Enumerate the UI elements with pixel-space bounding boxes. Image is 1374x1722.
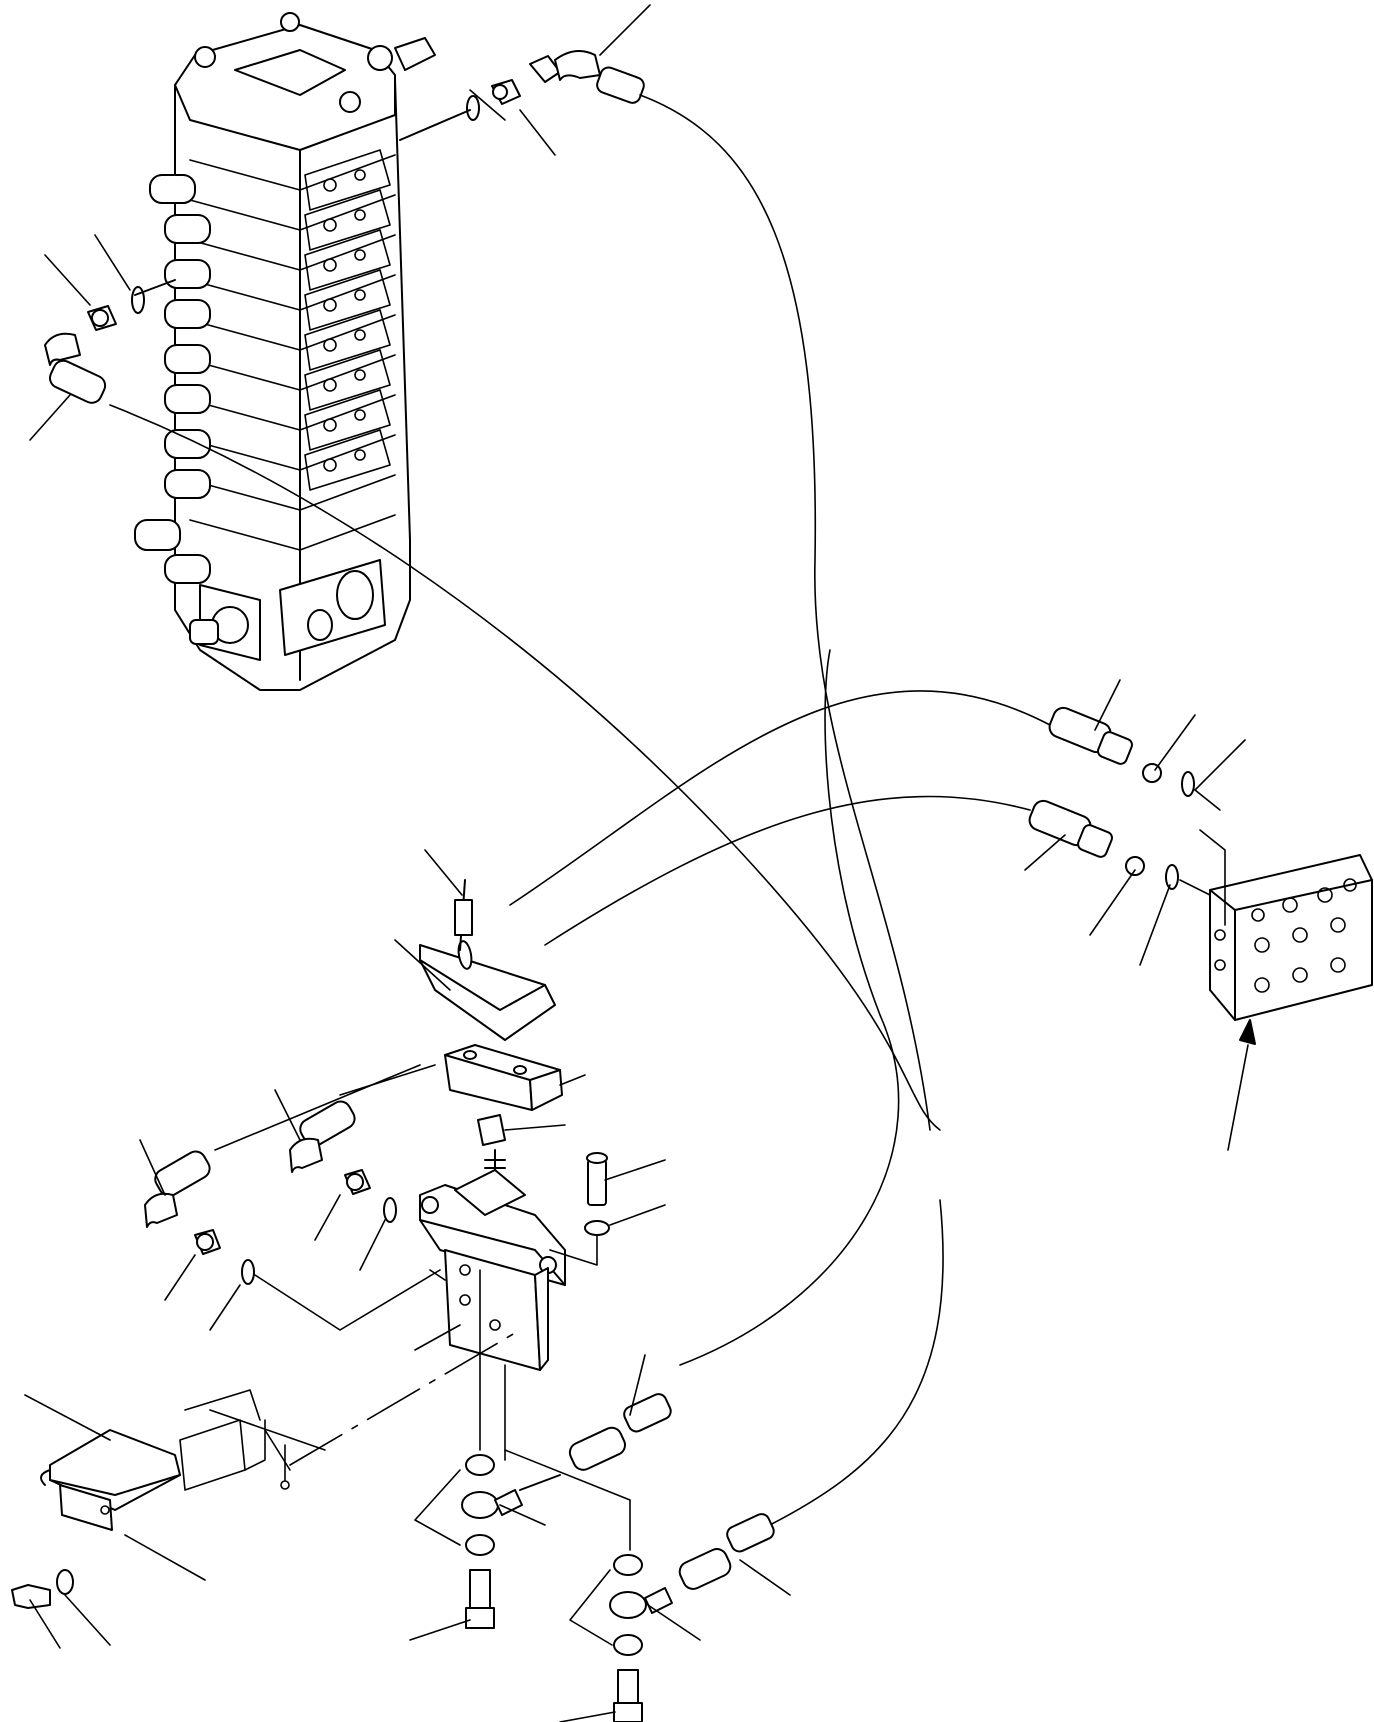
union-fitting — [346, 1173, 364, 1191]
pilot-hoses — [109, 94, 1051, 1531]
bracket-bolt — [11, 1569, 111, 1649]
elbow-fitting — [554, 50, 601, 81]
pilot-hose — [109, 404, 941, 1131]
washer — [613, 1634, 643, 1656]
washer — [465, 1534, 495, 1556]
pilot-hose-end — [48, 359, 107, 404]
washer — [56, 1569, 74, 1595]
pilot-hose — [544, 795, 1031, 946]
cover-bracket — [24, 1329, 521, 1581]
pilot-hose — [639, 94, 931, 1131]
pilot-valve — [414, 1149, 566, 1371]
o-ring — [1181, 771, 1195, 797]
pilot-hose — [759, 1199, 944, 1531]
eye-joint-right — [504, 1449, 791, 1722]
hose-clamp — [394, 849, 556, 1041]
pilot-hose-end — [596, 66, 645, 104]
upper-right-fittings — [399, 4, 651, 156]
o-ring — [383, 1197, 397, 1223]
pilot-hose — [679, 649, 900, 1366]
washer — [465, 1454, 495, 1476]
pilot-hose-end — [678, 1548, 732, 1590]
left-hose-fittings — [139, 1064, 441, 1331]
distribution-block — [1199, 829, 1373, 1021]
eye-joint-left — [409, 1269, 672, 1641]
o-ring — [241, 1259, 255, 1285]
washer — [613, 1554, 643, 1576]
bolt-washer — [549, 1152, 666, 1266]
union-fitting — [196, 1233, 214, 1251]
bolt — [11, 1584, 51, 1609]
control-valve-assembly — [134, 12, 436, 691]
o-ring — [1165, 864, 1179, 890]
block-fittings — [1024, 679, 1246, 966]
eye-joint — [461, 1491, 499, 1519]
nut — [477, 1114, 506, 1146]
eye-joint — [609, 1591, 647, 1619]
spacer-block — [444, 1044, 586, 1146]
bolt — [454, 899, 473, 936]
valve-sections — [134, 149, 396, 584]
o-ring — [131, 286, 145, 314]
bolt — [587, 1159, 607, 1206]
union-fitting — [1125, 856, 1145, 876]
elbow-fitting — [44, 332, 81, 366]
bolt — [617, 1669, 639, 1706]
o-ring — [466, 95, 480, 121]
pilot-hose-end — [568, 1426, 627, 1471]
washer — [584, 1220, 610, 1236]
upper-left-fittings — [29, 234, 176, 441]
view-arrow — [1227, 1044, 1249, 1151]
pilot-hose — [509, 690, 1051, 906]
bolt — [469, 1569, 491, 1611]
